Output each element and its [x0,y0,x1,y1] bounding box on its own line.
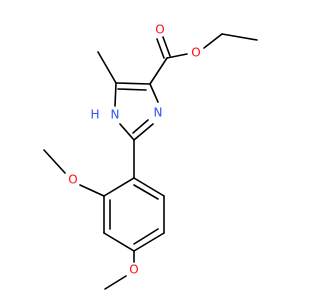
bond [133,177,165,197]
atom-label-oxygen: O [191,46,200,60]
bond [133,123,154,141]
atom-labels: O O N H N O O [68,23,200,277]
bond [149,57,168,85]
bond [43,149,66,174]
bond [117,88,147,91]
bond [103,232,135,252]
bond [133,228,159,245]
structure-drawing: O O N H N O O [43,23,258,290]
bond [115,82,151,85]
bond [119,123,135,141]
bond [114,82,117,107]
bond [149,83,159,103]
atom-label-nitrogen: N [154,106,163,120]
bond [97,51,117,84]
bond [156,38,165,59]
atom-label-nitrogen: N [111,108,120,122]
bond [162,36,171,57]
atom-label-hydrogen: H [90,108,99,122]
bond [103,177,135,197]
bond [166,53,188,59]
bond [133,184,159,200]
atom-label-oxygen: O [129,263,138,277]
bond [133,232,165,252]
bond [79,184,105,197]
bond [221,33,258,41]
bond [104,275,127,290]
bond [132,119,149,134]
bond [203,33,223,49]
bonds [43,33,258,290]
atom-label-oxygen: O [68,173,77,187]
molecule-diagram: O O N H N O O [43,22,258,290]
atom-label-oxygen: O [155,23,164,37]
